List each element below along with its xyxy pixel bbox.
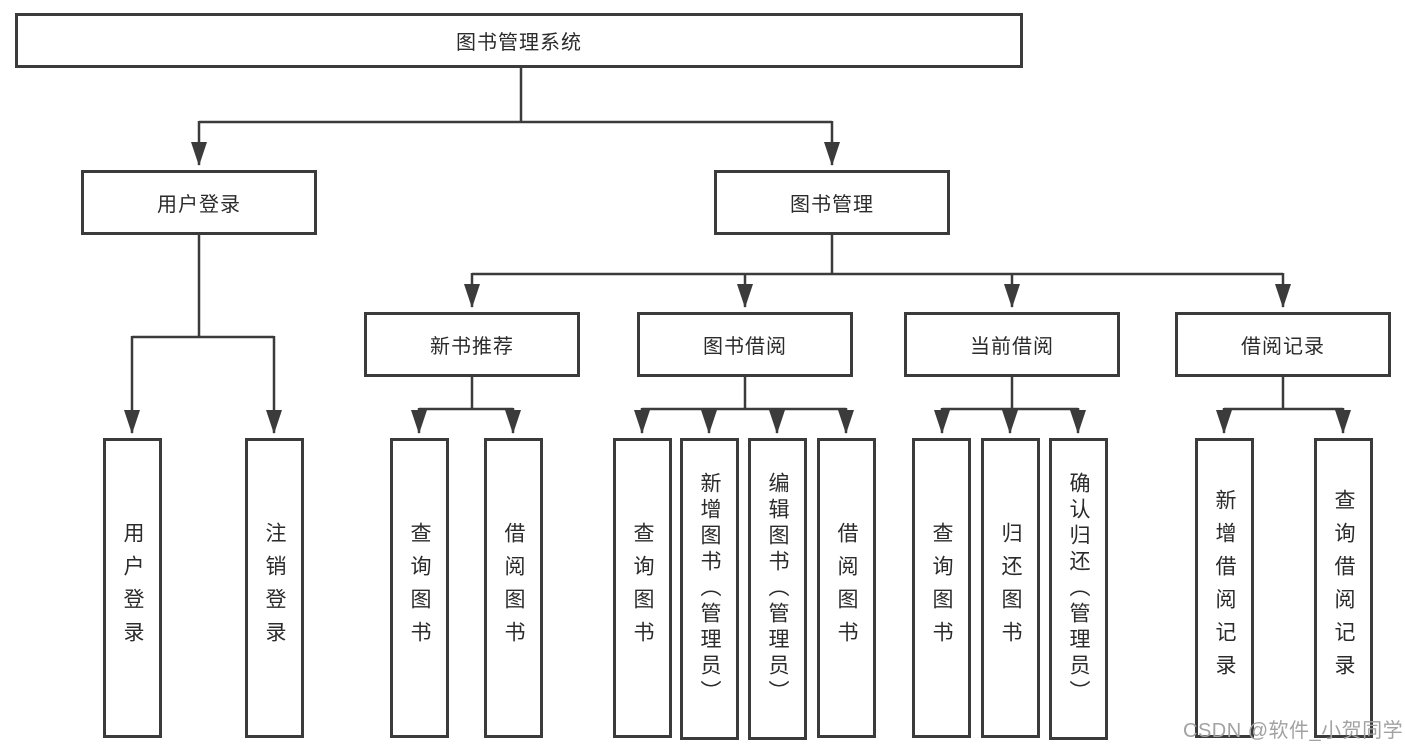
node-label: 用户登录 xyxy=(157,194,241,216)
node-label: 图书管理系统 xyxy=(456,32,582,54)
leaf-label: 注销登录 xyxy=(263,522,286,654)
leaf-user-login: 用户登录 xyxy=(103,438,162,738)
node-library-management-system: 图书管理系统 xyxy=(15,13,1023,68)
node-label: 新书推荐 xyxy=(430,336,514,358)
node-label: 当前借阅 xyxy=(970,336,1054,358)
node-label: 借阅记录 xyxy=(1241,336,1325,358)
node-borrowing-records: 借阅记录 xyxy=(1175,312,1391,377)
node-label: 图书借阅 xyxy=(703,336,787,358)
leaf-label: 查询图书 xyxy=(930,522,953,654)
leaf-records-add-record: 新增借阅记录 xyxy=(1195,438,1254,738)
leaf-label: 查询图书 xyxy=(408,522,431,654)
leaf-label: 借阅图书 xyxy=(835,522,858,654)
leaf-label: 查询借阅记录 xyxy=(1332,489,1355,687)
leaf-current-confirm-return-admin: 确认归还（管理员） xyxy=(1049,438,1108,740)
leaf-label: 新增借阅记录 xyxy=(1213,489,1236,687)
leaf-label: 新增图书（管理员） xyxy=(698,472,721,706)
leaf-label: 确认归还（管理员） xyxy=(1067,472,1090,706)
leaf-recommend-query-books: 查询图书 xyxy=(390,438,449,738)
leaf-borrowing-add-books-admin: 新增图书（管理员） xyxy=(680,438,739,740)
leaf-label: 用户登录 xyxy=(121,522,144,654)
leaf-recommend-borrow-books: 借阅图书 xyxy=(484,438,543,738)
leaf-current-query-books: 查询图书 xyxy=(912,438,971,738)
node-user-login: 用户登录 xyxy=(81,170,317,235)
node-book-management: 图书管理 xyxy=(714,170,950,235)
node-current-borrowing: 当前借阅 xyxy=(904,312,1120,377)
leaf-borrowing-query-books: 查询图书 xyxy=(613,438,672,738)
leaf-label: 编辑图书（管理员） xyxy=(766,472,789,706)
leaf-label: 借阅图书 xyxy=(502,522,525,654)
watermark: CSDN @软件_小贺同学 xyxy=(1183,720,1404,742)
leaf-label: 查询图书 xyxy=(631,522,654,654)
leaf-label: 归还图书 xyxy=(999,522,1022,654)
node-label: 图书管理 xyxy=(790,194,874,216)
leaf-borrowing-edit-books-admin: 编辑图书（管理员） xyxy=(748,438,807,740)
leaf-logout: 注销登录 xyxy=(245,438,304,738)
leaf-records-query-record: 查询借阅记录 xyxy=(1314,438,1373,738)
leaf-borrowing-borrow-books: 借阅图书 xyxy=(817,438,876,738)
node-new-book-recommend: 新书推荐 xyxy=(364,312,580,377)
node-book-borrowing: 图书借阅 xyxy=(637,312,853,377)
leaf-current-return-books: 归还图书 xyxy=(981,438,1040,738)
